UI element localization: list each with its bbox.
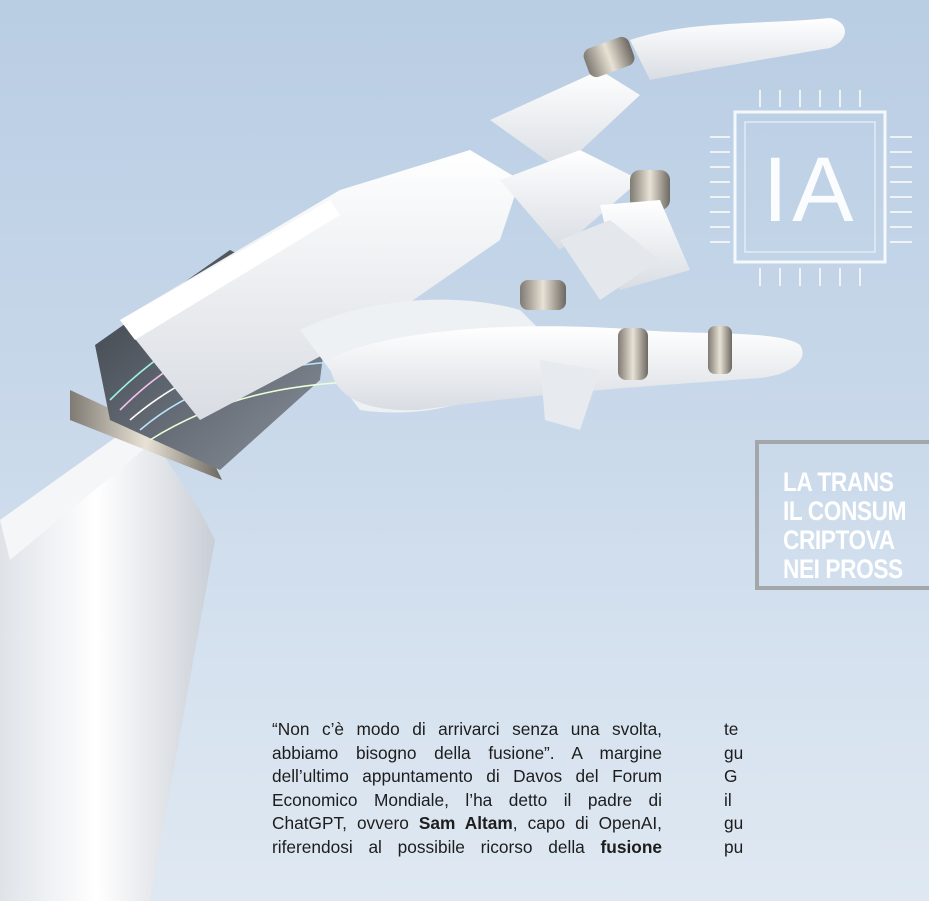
text-run: ChatGPT, ovvero xyxy=(272,813,419,833)
callout-line: CRIPTOVA xyxy=(783,525,895,555)
callout-line: IL CONSUM xyxy=(783,496,907,526)
article-line: dell’ultimo appuntamento di Davos del Fo… xyxy=(272,766,662,786)
column-fragment: gu xyxy=(724,742,744,763)
column-fragment: G xyxy=(724,766,738,786)
text-run: , capo di OpenAI, xyxy=(512,813,662,833)
ia-chip-icon: IA xyxy=(690,82,915,292)
column-fragment: pu xyxy=(724,836,744,857)
chip-label: IA xyxy=(762,139,858,241)
callout-headline: LA TRANS IL CONSUM CRIPTOVA NEI PROSS xyxy=(755,440,929,590)
column-fragment: te xyxy=(724,719,739,739)
column-fragment: il xyxy=(724,789,732,810)
callout-line: LA TRANS xyxy=(783,467,894,497)
callout-line: NEI PROSS xyxy=(783,554,903,584)
text-run: riferendosi al possibile ricorso della xyxy=(272,836,601,857)
person-name: Sam Altam xyxy=(418,813,513,833)
article-line: abbiamo bisogno della fusione”. A margin… xyxy=(272,742,662,763)
article-line: ChatGPT, ovvero Sam Altam, capo di OpenA… xyxy=(272,812,662,836)
article-body: “Non c’è modo di arrivarci senza una svo… xyxy=(272,718,662,859)
article-line: “Non c’è modo di arrivarci senza una svo… xyxy=(272,719,662,739)
column-fragment: gu xyxy=(724,813,744,833)
keyword: fusione xyxy=(600,836,662,857)
article-line: riferendosi al possibile ricorso della f… xyxy=(272,836,662,860)
article-line: Economico Mondiale, l’ha detto il padre … xyxy=(272,789,662,810)
article-column-2: te gu G il gu pu xyxy=(724,718,754,859)
